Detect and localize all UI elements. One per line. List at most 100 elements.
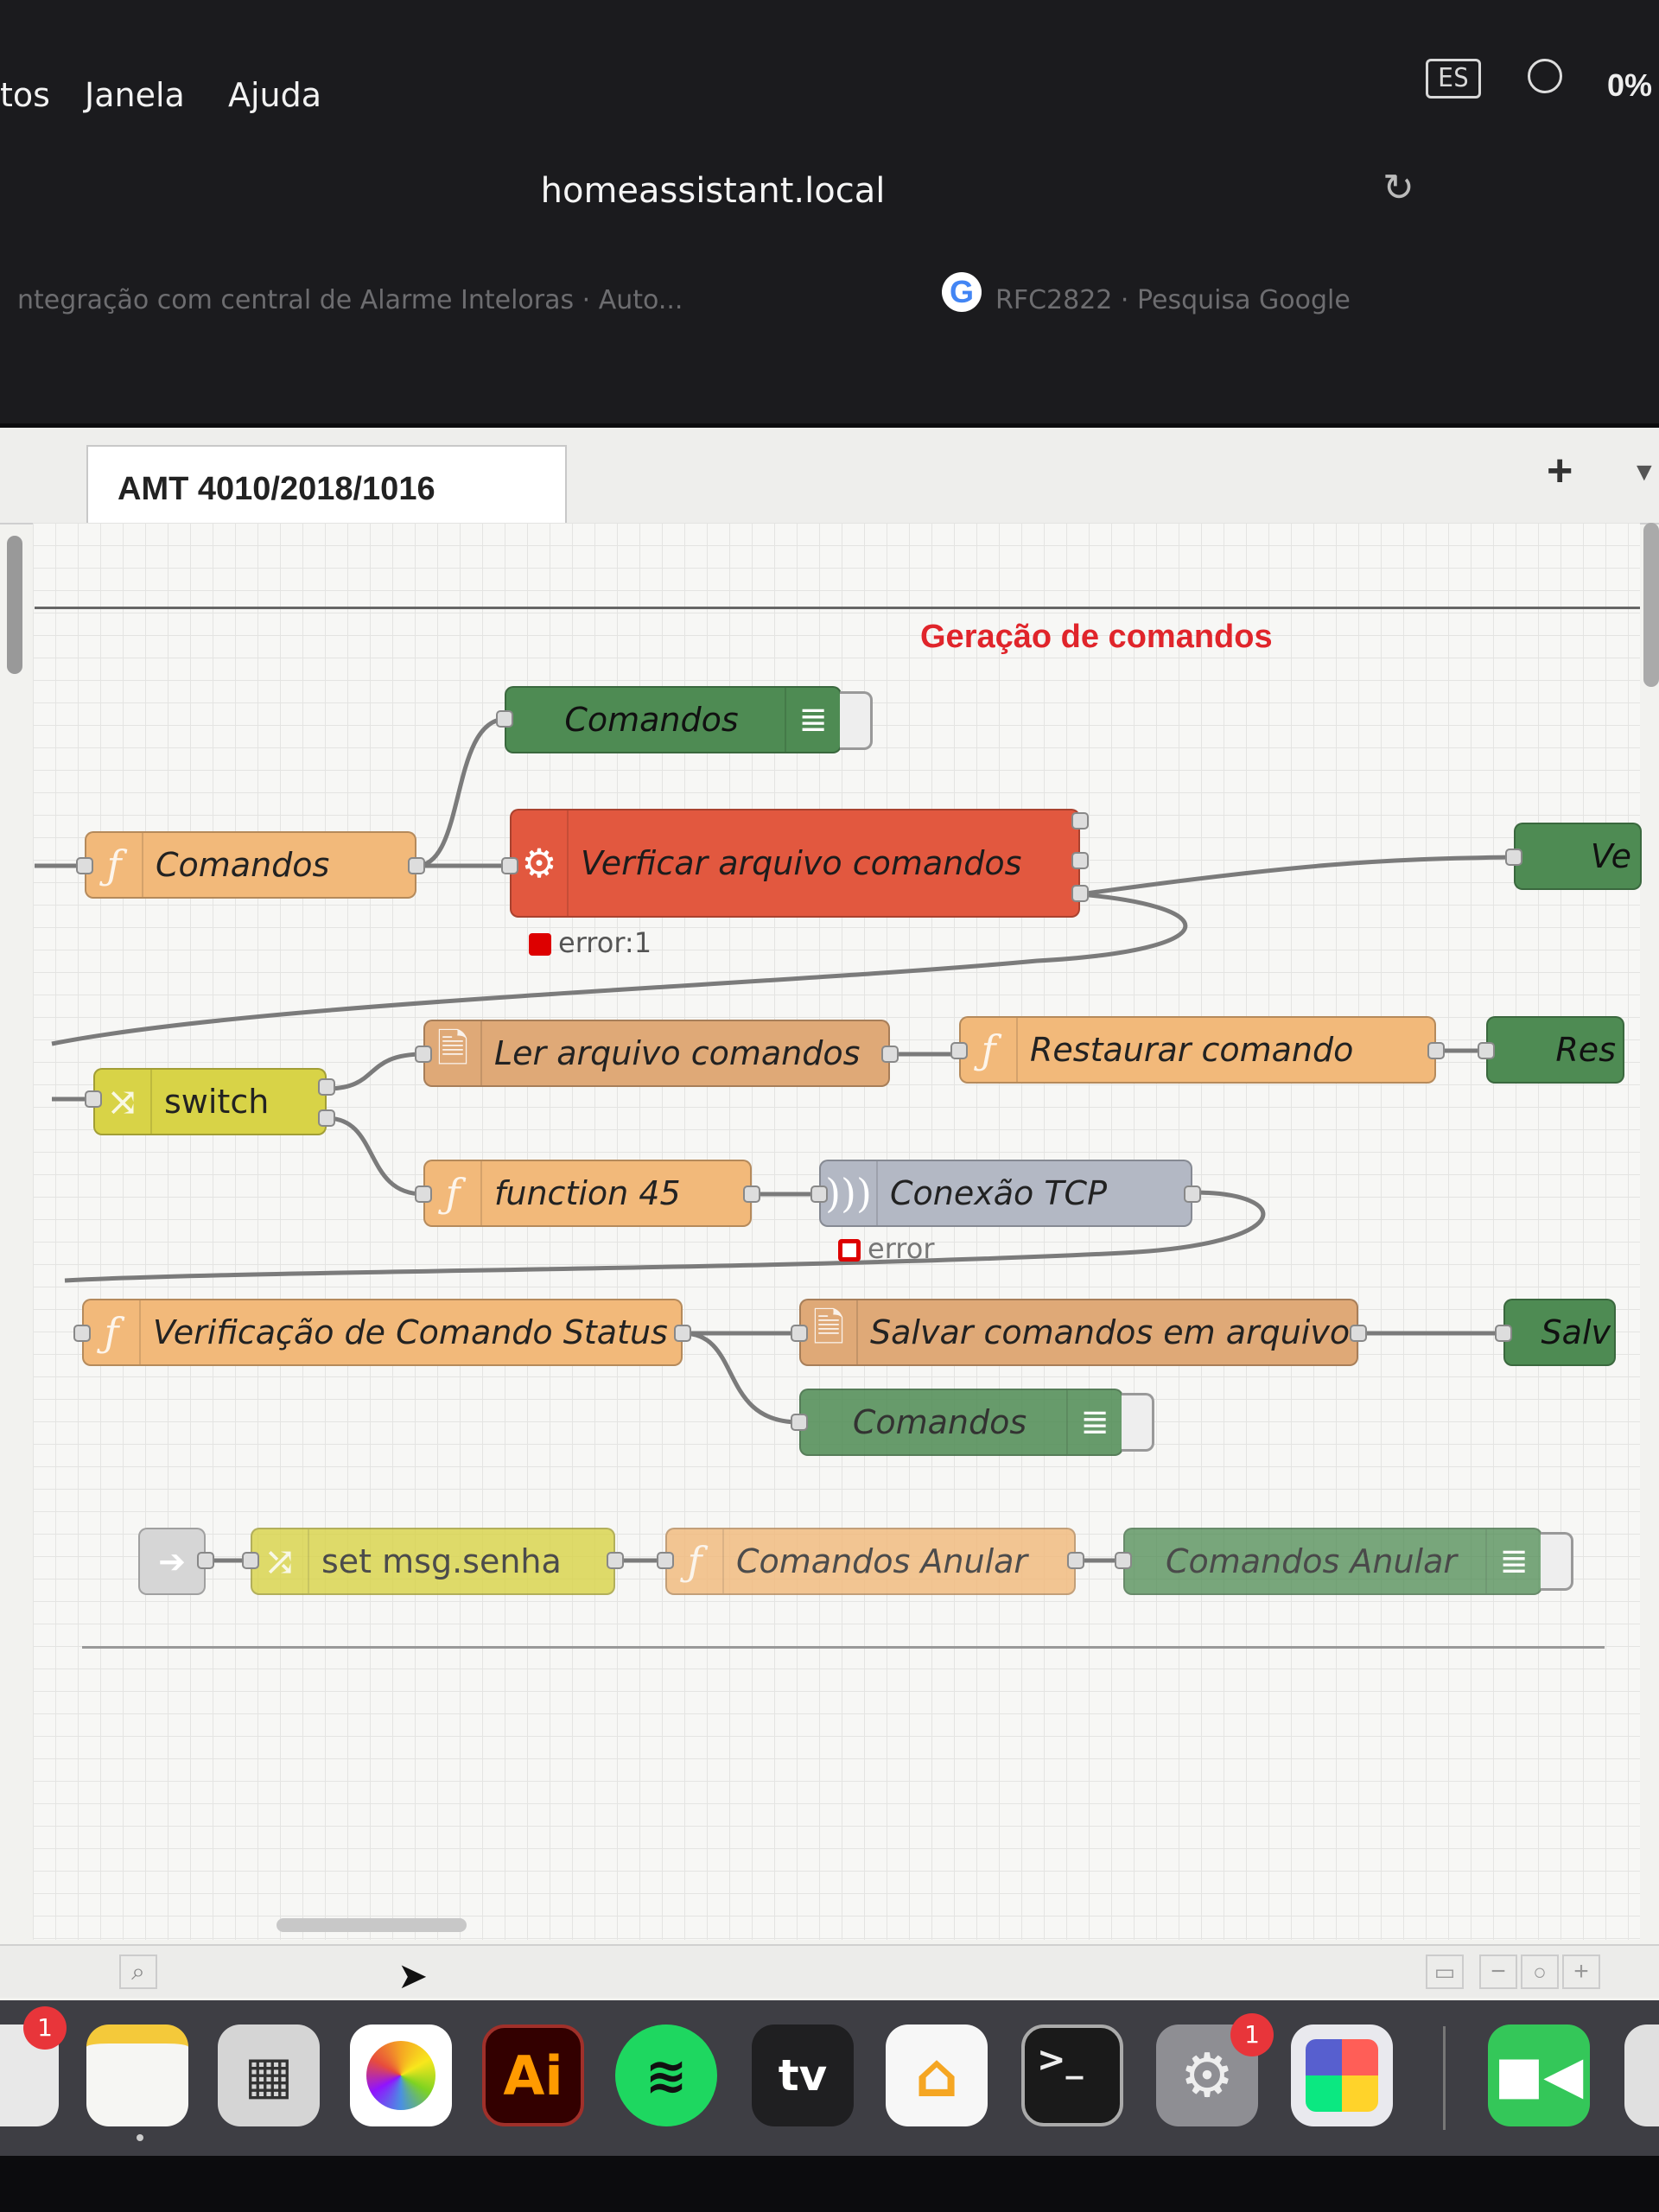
home-icon[interactable]: ⌂ (886, 2024, 988, 2126)
input-port[interactable] (73, 1325, 91, 1342)
illustrator-icon[interactable]: Ai (482, 2024, 584, 2126)
reload-icon[interactable]: ↻ (1382, 167, 1414, 209)
input-source-icon[interactable]: ES (1426, 59, 1481, 99)
calculator-icon[interactable]: ▦ (218, 2024, 320, 2126)
notes-icon[interactable] (86, 2024, 188, 2126)
search-icon[interactable]: ⌕ (119, 1955, 157, 1989)
node-label: Comandos (156, 846, 330, 884)
output-port[interactable] (881, 1046, 899, 1063)
spotify-icon[interactable]: ≋ (615, 2024, 717, 2126)
function-node-verificacao-status[interactable]: ƒ Verificação de Comando Status (82, 1299, 683, 1366)
terminal-icon[interactable]: >_ (1021, 2024, 1123, 2126)
input-port[interactable] (1495, 1325, 1512, 1342)
input-port[interactable] (76, 857, 93, 874)
menu-item-ajuda[interactable]: Ajuda (228, 76, 322, 114)
node-label: Verificação de Comando Status (153, 1313, 668, 1351)
output-port-1[interactable] (1071, 812, 1089, 830)
function-node-45[interactable]: ƒ function 45 (423, 1160, 752, 1227)
debug-node-comandos[interactable]: Comandos ≣ (505, 686, 842, 753)
running-indicator (137, 2134, 143, 2141)
menu-item-janela[interactable]: Janela (85, 76, 185, 114)
exec-node-verficar-arquivo[interactable]: ⚙ Verficar arquivo comandos (510, 809, 1080, 918)
debug-node-comandos-2[interactable]: Comandos ≣ (799, 1389, 1123, 1456)
menu-item-partial[interactable]: tos (0, 76, 50, 114)
input-port[interactable] (242, 1552, 259, 1569)
output-port-3[interactable] (1071, 885, 1089, 902)
vertical-scrollbar-left[interactable] (7, 536, 22, 674)
input-port[interactable] (415, 1046, 432, 1063)
input-port[interactable] (1505, 849, 1522, 866)
navigator-map-icon[interactable]: ▭ (1426, 1955, 1464, 1989)
node-label: Salv (1541, 1313, 1611, 1351)
launchpad-grid-icon (1306, 2039, 1378, 2112)
tv-label: tv (778, 2050, 828, 2101)
debug-node-comandos-anular[interactable]: Comandos Anular ≣ (1123, 1528, 1542, 1595)
launchpad-icon[interactable] (1291, 2024, 1393, 2126)
output-port[interactable] (674, 1325, 691, 1342)
flow-list-chevron-down-icon[interactable]: ▼ (1631, 458, 1657, 486)
zoom-reset-button[interactable]: ○ (1521, 1955, 1559, 1989)
file-node-salvar[interactable]: 🗎 Salvar comandos em arquivo (799, 1299, 1358, 1366)
bookmark-item[interactable]: ntegração com central de Alarme Intelora… (17, 285, 683, 315)
input-port[interactable] (85, 1090, 102, 1108)
function-node-comandos-anular[interactable]: ƒ Comandos Anular (665, 1528, 1076, 1595)
node-status: error:1 (529, 926, 652, 959)
switch-node[interactable]: ⤨ switch (93, 1068, 327, 1135)
function-node-comandos[interactable]: ƒ Comandos (85, 831, 416, 899)
input-port[interactable] (810, 1185, 828, 1203)
app-partial-right-icon[interactable] (1624, 2024, 1659, 2126)
horizontal-scrollbar[interactable] (276, 1918, 467, 1932)
output-port[interactable] (743, 1185, 760, 1203)
output-port[interactable] (197, 1552, 214, 1569)
input-port[interactable] (950, 1042, 968, 1059)
flow-tab-label: AMT 4010/2018/1016 (118, 471, 435, 507)
input-port[interactable] (791, 1414, 808, 1431)
vertical-scrollbar[interactable] (1643, 523, 1659, 687)
debug-toggle[interactable] (1122, 1393, 1154, 1452)
input-port[interactable] (657, 1552, 674, 1569)
photos-icon[interactable] (350, 2024, 452, 2126)
add-flow-button[interactable]: + (1547, 446, 1573, 496)
output-port[interactable] (1184, 1185, 1201, 1203)
debug-node-ve-partial[interactable]: Ve (1514, 823, 1642, 890)
zoom-in-button[interactable]: + (1562, 1955, 1600, 1989)
apple-tv-icon[interactable]: tv (752, 2024, 854, 2126)
flow-canvas[interactable] (33, 523, 1640, 1940)
flow-tab[interactable]: AMT 4010/2018/1016 (86, 445, 567, 526)
link-in-node[interactable]: ➔ (138, 1528, 206, 1595)
input-port[interactable] (1115, 1552, 1132, 1569)
file-in-node-ler-arquivo[interactable]: 🗎 Ler arquivo comandos (423, 1020, 890, 1087)
output-port[interactable] (408, 857, 425, 874)
node-label: set msg.senha (321, 1542, 562, 1580)
user-account-icon[interactable] (1528, 59, 1562, 93)
output-port-2[interactable] (1071, 852, 1089, 869)
input-port[interactable] (791, 1325, 808, 1342)
output-port[interactable] (1067, 1552, 1084, 1569)
status-dot-icon (529, 933, 551, 956)
function-node-restaurar[interactable]: ƒ Restaurar comando (959, 1016, 1436, 1084)
tcp-request-node[interactable]: ))) Conexão TCP (819, 1160, 1192, 1227)
output-port[interactable] (1350, 1325, 1367, 1342)
facetime-icon[interactable]: ■◀ (1488, 2024, 1590, 2126)
debug-toggle[interactable] (1541, 1532, 1573, 1591)
gear-icon: ⚙ (512, 810, 569, 916)
output-port[interactable] (607, 1552, 624, 1569)
function-icon: ƒ (961, 1018, 1018, 1082)
zoom-out-button[interactable]: − (1479, 1955, 1517, 1989)
node-label: Comandos (564, 701, 739, 739)
output-port-1[interactable] (318, 1078, 335, 1096)
input-port[interactable] (1478, 1042, 1495, 1059)
node-salv-partial[interactable]: Salv (1503, 1299, 1616, 1366)
output-port[interactable] (1427, 1042, 1445, 1059)
debug-toggle[interactable] (840, 691, 873, 750)
input-port[interactable] (415, 1185, 432, 1203)
system-settings-icon[interactable]: ⚙ (1156, 2024, 1258, 2126)
node-res-partial[interactable]: Res (1486, 1016, 1624, 1084)
address-bar[interactable]: homeassistant.local (540, 171, 886, 211)
bookmark-item-search[interactable]: RFC2822 · Pesquisa Google (995, 285, 1351, 315)
input-port[interactable] (496, 710, 513, 728)
node-label: Comandos Anular (1165, 1542, 1458, 1580)
output-port-2[interactable] (318, 1109, 335, 1127)
change-node-senha[interactable]: ⤮ set msg.senha (251, 1528, 615, 1595)
input-port[interactable] (501, 857, 518, 874)
